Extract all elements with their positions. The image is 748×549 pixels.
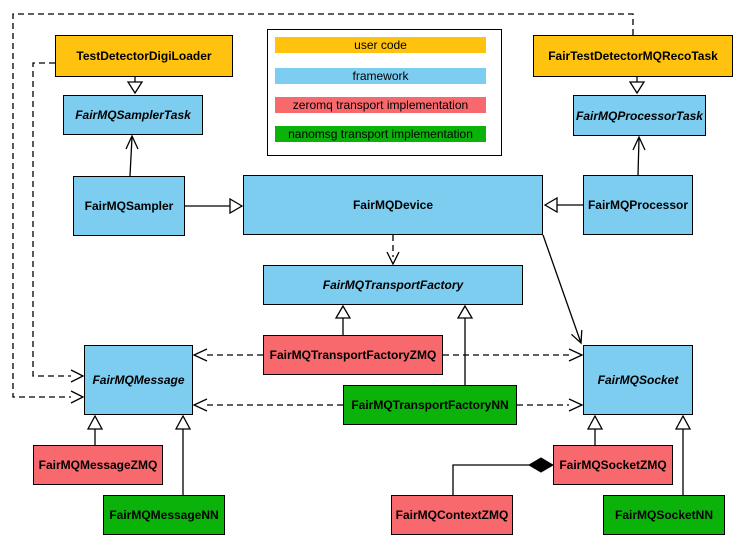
edge-messagenn-inherits-message xyxy=(174,414,192,495)
node-fairmq-message-nn: FairMQMessageNN xyxy=(103,495,225,535)
node-fairmq-transport-factory-nn: FairMQTransportFactoryNN xyxy=(343,385,517,425)
edge-digiloader-depends-message xyxy=(32,62,85,383)
legend-label-nanomsg: nanomsg transport implementation xyxy=(288,127,473,141)
legend-item-zeromq: zeromq transport implementation xyxy=(275,97,486,113)
node-label: FairMQTransportFactoryZMQ xyxy=(269,348,437,362)
node-label: FairMQSocketZMQ xyxy=(559,458,667,472)
edge-digiloader-inherits-samplertask xyxy=(126,77,144,95)
node-label: FairMQSocketNN xyxy=(614,508,714,522)
node-fairmq-transport-factory: FairMQTransportFactory xyxy=(263,265,523,305)
legend-box: user code framework zeromq transport imp… xyxy=(267,29,502,156)
legend-label-zeromq: zeromq transport implementation xyxy=(292,98,469,112)
node-fairmq-processor-task: FairMQProcessorTask xyxy=(573,95,706,136)
node-fairmq-device: FairMQDevice xyxy=(243,175,543,235)
legend-item-framework: framework xyxy=(275,68,486,84)
edge-processor-uses-processortask xyxy=(632,135,646,176)
node-label: FairMQMessage xyxy=(92,373,185,387)
node-label: FairMQDevice xyxy=(352,198,434,212)
edge-factorynn-creates-message xyxy=(192,398,343,412)
node-label: FairMQProcessor xyxy=(587,198,689,212)
edge-factoryzmq-inherits-factory xyxy=(334,304,352,335)
node-fairmq-context-zmq: FairMQContextZMQ xyxy=(391,495,513,535)
edge-device-depends-transportfactory xyxy=(386,235,400,266)
node-label: FairMQSampler xyxy=(84,199,174,213)
edge-recotask-depends-message xyxy=(12,13,634,404)
node-label: FairMQSocket xyxy=(597,373,679,387)
node-fairmq-sampler-task: FairMQSamplerTask xyxy=(63,95,203,135)
edge-sampler-uses-samplertask xyxy=(125,134,139,177)
edge-recotask-inherits-processortask xyxy=(628,77,646,95)
edge-messagezmq-inherits-message xyxy=(86,414,104,445)
node-fairmq-message-zmq: FairMQMessageZMQ xyxy=(33,445,163,485)
node-label: FairMQTransportFactory xyxy=(322,278,464,292)
node-label: FairMQProcessorTask xyxy=(576,108,703,123)
node-fairmq-socket-zmq: FairMQSocketZMQ xyxy=(553,445,673,485)
node-fairmq-socket-nn: FairMQSocketNN xyxy=(603,495,725,535)
node-fairmq-socket: FairMQSocket xyxy=(583,345,693,415)
legend-item-user-code: user code xyxy=(275,37,486,53)
edge-factoryzmq-creates-message xyxy=(192,348,263,362)
edge-factorynn-creates-socket xyxy=(517,398,584,412)
legend-item-nanomsg: nanomsg transport implementation xyxy=(275,126,486,142)
node-fairmq-message: FairMQMessage xyxy=(84,345,193,415)
node-test-detector-digi-loader: TestDetectorDigiLoader xyxy=(55,35,233,77)
node-fairmq-sampler: FairMQSampler xyxy=(73,176,185,236)
legend-label-framework: framework xyxy=(352,69,409,83)
node-label: FairMQContextZMQ xyxy=(395,508,509,522)
node-label: FairMQTransportFactoryNN xyxy=(351,398,509,412)
node-label: FairMQMessageZMQ xyxy=(38,458,158,472)
edge-socketzmq-composes-contextzmq xyxy=(452,457,554,495)
node-label: FairTestDetectorMQRecoTask xyxy=(548,49,718,63)
edge-processor-inherits-device xyxy=(543,196,583,214)
node-fair-test-detector-mq-reco-task: FairTestDetectorMQRecoTask xyxy=(533,35,733,77)
edge-device-uses-socket xyxy=(542,234,583,345)
legend-label-user-code: user code xyxy=(354,38,407,52)
node-label: FairMQMessageNN xyxy=(109,508,219,522)
edge-socketnn-inherits-socket xyxy=(674,414,692,495)
node-label: FairMQSamplerTask xyxy=(75,108,191,122)
edge-factorynn-inherits-factory xyxy=(456,304,474,385)
node-fairmq-transport-factory-zmq: FairMQTransportFactoryZMQ xyxy=(263,335,443,375)
node-fairmq-processor: FairMQProcessor xyxy=(583,175,693,235)
edge-socketzmq-inherits-socket xyxy=(586,414,604,445)
edge-factoryzmq-creates-socket xyxy=(443,348,584,362)
node-label: TestDetectorDigiLoader xyxy=(76,49,212,63)
edge-sampler-inherits-device xyxy=(185,197,244,215)
